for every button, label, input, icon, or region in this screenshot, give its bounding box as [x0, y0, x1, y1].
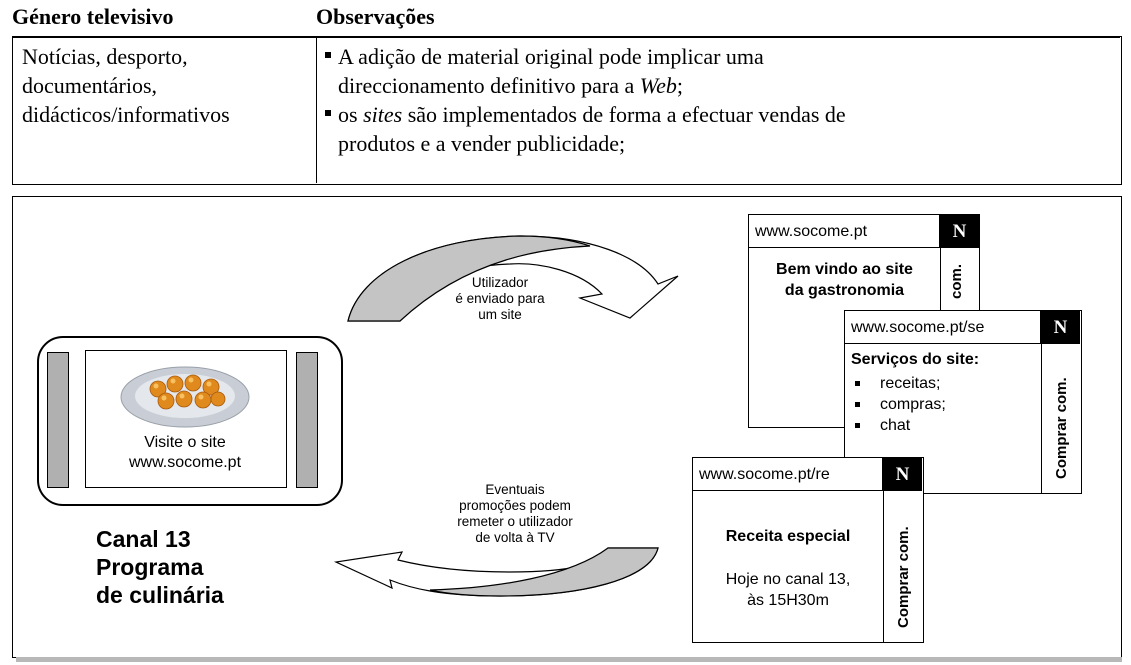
- arrow-bottom-line: Eventuais: [485, 482, 545, 497]
- site-url: www.socome.pt: [749, 215, 940, 248]
- genre-cell: Notícias, desporto, documentários, didác…: [22, 42, 230, 129]
- welcome-line: da gastronomia: [784, 282, 905, 299]
- column-header-genre: Género televisivo: [12, 4, 174, 29]
- tv-speaker-right: [296, 352, 318, 488]
- arrow-bottom-line: promoções podem: [459, 498, 571, 513]
- welcome-line: Bem vindo ao site: [776, 261, 913, 278]
- n-logo-icon: N: [940, 215, 979, 248]
- services-title: Serviços do site:: [851, 351, 980, 368]
- channel-label: Canal 13 Programa de culinária: [96, 525, 224, 609]
- site-url: www.socome.pt/re: [693, 458, 883, 491]
- tv-set: [37, 336, 343, 506]
- side-label: Comprar com.: [895, 526, 912, 628]
- observation-text: direccionamento definitivo para a Web;: [338, 73, 683, 98]
- column-header-observations: Observações: [316, 4, 435, 29]
- list-item: chat: [855, 415, 946, 436]
- bullet-square-icon: [325, 52, 331, 58]
- arrow-bottom-line: remeter o utilizador: [457, 514, 573, 529]
- list-item: receitas;: [855, 373, 946, 394]
- diagram-frame-shadow: [16, 657, 1122, 662]
- recipe-title: Receita especial: [725, 528, 851, 545]
- table-header-rule: [12, 36, 1120, 38]
- bullet-square-icon: [855, 381, 860, 387]
- arrow-bottom-label: Eventuais promoções podem remeter o util…: [420, 482, 610, 546]
- observation-text: produtos e a vender publicidade;: [338, 131, 626, 156]
- site-url: www.socome.pt/se: [845, 311, 1041, 344]
- side-divider: [883, 491, 884, 642]
- tv-caption-line: Visite o site: [144, 434, 226, 451]
- channel-line: de culinária: [96, 582, 224, 608]
- n-logo-icon: N: [883, 458, 922, 491]
- food-plate-image: [120, 366, 250, 428]
- tv-speaker-left: [47, 352, 69, 488]
- observation-text: os sites são implementados de forma a ef…: [338, 102, 846, 127]
- genre-line: Notícias, desporto,: [22, 44, 188, 69]
- list-item: compras;: [855, 394, 946, 415]
- recipe-line: às 15H30m: [747, 592, 829, 609]
- side-label: Comprar com.: [1053, 377, 1070, 479]
- arrow-top-line: Utilizador: [471, 275, 529, 290]
- genre-line: didácticos/informativos: [22, 102, 230, 127]
- bullet-square-icon: [855, 423, 860, 429]
- tv-caption-line: www.socome.pt: [128, 454, 242, 471]
- site-box-services: www.socome.pt/se N Serviços do site: rec…: [844, 310, 1082, 494]
- n-logo-icon: N: [1041, 311, 1080, 344]
- channel-line: Canal 13: [96, 526, 191, 552]
- recipe-line: Hoje no canal 13,: [725, 571, 851, 588]
- italic-term: Web: [639, 73, 677, 98]
- services-list: receitas; compras; chat: [855, 373, 946, 436]
- observation-item: A adição de material original pode impli…: [324, 42, 1114, 100]
- arrow-back-to-tv: [333, 547, 659, 597]
- italic-term: sites: [363, 102, 403, 127]
- tv-caption: Visite o site www.socome.pt: [85, 433, 285, 473]
- channel-line: Programa: [96, 554, 204, 580]
- site-box-recipe: www.socome.pt/re N Receita especial Hoje…: [692, 457, 924, 643]
- genre-line: documentários,: [22, 73, 158, 98]
- welcome-text: Bem vindo ao site da gastronomia: [749, 259, 940, 301]
- arrow-bottom-line: de volta à TV: [475, 530, 555, 545]
- arrow-to-site: [347, 235, 679, 322]
- observation-item: os sites são implementados de forma a ef…: [324, 100, 1114, 158]
- table-column-divider: [316, 36, 317, 183]
- arrow-top-label: Utilizador é enviado para um site: [425, 275, 575, 323]
- arrow-top-line: um site: [478, 307, 522, 322]
- bullet-square-icon: [325, 110, 331, 116]
- observations-cell: A adição de material original pode impli…: [324, 42, 1114, 158]
- side-label: com.: [948, 263, 965, 299]
- side-divider: [1041, 344, 1042, 493]
- arrow-top-line: é enviado para: [455, 291, 545, 306]
- bullet-square-icon: [855, 402, 860, 408]
- observation-text: A adição de material original pode impli…: [338, 44, 764, 69]
- recipe-body: Hoje no canal 13, às 15H30m: [693, 569, 883, 611]
